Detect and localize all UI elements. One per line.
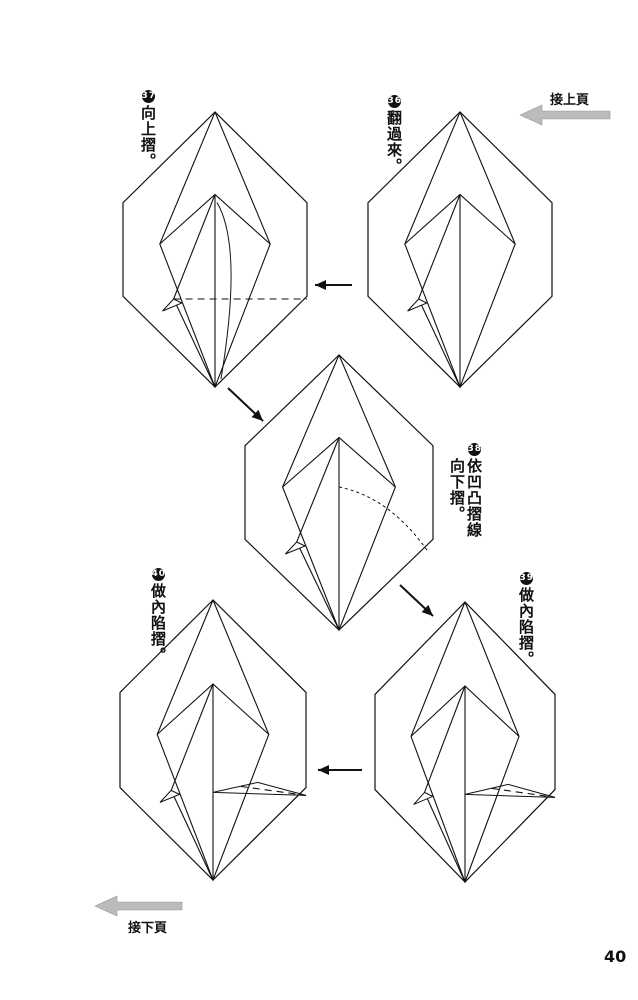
step-39-flap-edge — [423, 792, 466, 883]
next-page-arrow-icon — [94, 895, 183, 917]
step-38-head-point — [285, 541, 307, 555]
arrow-step39-to-40-head — [318, 765, 329, 775]
step-40-wing-fold — [212, 781, 307, 796]
next-page-label: 接下頁 — [128, 921, 168, 936]
step-38-fold-arrow — [338, 486, 429, 553]
step-37-head-point — [162, 298, 184, 312]
step-40-dashed-fold — [240, 785, 307, 796]
step-number: 39 — [519, 572, 535, 585]
step-36-flap-edge — [418, 298, 461, 388]
step-37-label: 37 向上摺。 — [139, 90, 157, 169]
step-text: 翻過來。 — [385, 110, 403, 174]
step-39-head-point — [413, 791, 434, 805]
page-number: 40 — [604, 947, 627, 966]
arrow-step38-to-39-head — [421, 604, 433, 616]
step-text: 做內陷摺。 — [517, 587, 535, 667]
step-37-flap-edge — [173, 194, 216, 300]
step-36-flap-edge — [418, 194, 461, 300]
step-text: 向上摺。 — [139, 105, 157, 169]
step-40-flap-edge — [170, 790, 214, 881]
step-36-head-point — [407, 298, 429, 312]
step-38-flap-edge — [296, 437, 340, 543]
step-40-head-point — [159, 789, 181, 803]
step-38-label-col2: 向下摺。 — [448, 458, 466, 522]
step-number: 38 — [467, 443, 483, 456]
step-text: 向下摺。 — [448, 458, 466, 522]
step-38-flap-edge — [296, 541, 340, 631]
step-39-flap-edge — [423, 685, 466, 793]
step-36-label: 36 翻過來。 — [385, 95, 403, 174]
step-number: 40 — [151, 568, 167, 581]
step-number: 37 — [141, 90, 157, 103]
step-39-wing-fold — [464, 783, 556, 798]
step-39-dashed-fold — [491, 787, 556, 798]
previous-page-arrow-icon — [519, 104, 611, 126]
step-37-flap-edge — [173, 298, 216, 388]
previous-page-label: 接上頁 — [550, 93, 590, 108]
step-38-label: 38 依凹凸摺線 — [465, 443, 483, 538]
step-39-label: 39 做內陷摺。 — [517, 572, 535, 667]
step-number: 36 — [387, 95, 403, 108]
step-text: 依凹凸摺線 — [465, 458, 483, 538]
step-37-fold-arrow — [216, 202, 232, 380]
step-40-label: 40 做內陷摺。 — [149, 568, 167, 663]
step-text: 做內陷摺。 — [149, 583, 167, 663]
arrow-step36-to-37-head — [315, 280, 326, 290]
arrow-step37-to-38-head — [251, 409, 263, 421]
step-40-flap-edge — [170, 683, 214, 791]
